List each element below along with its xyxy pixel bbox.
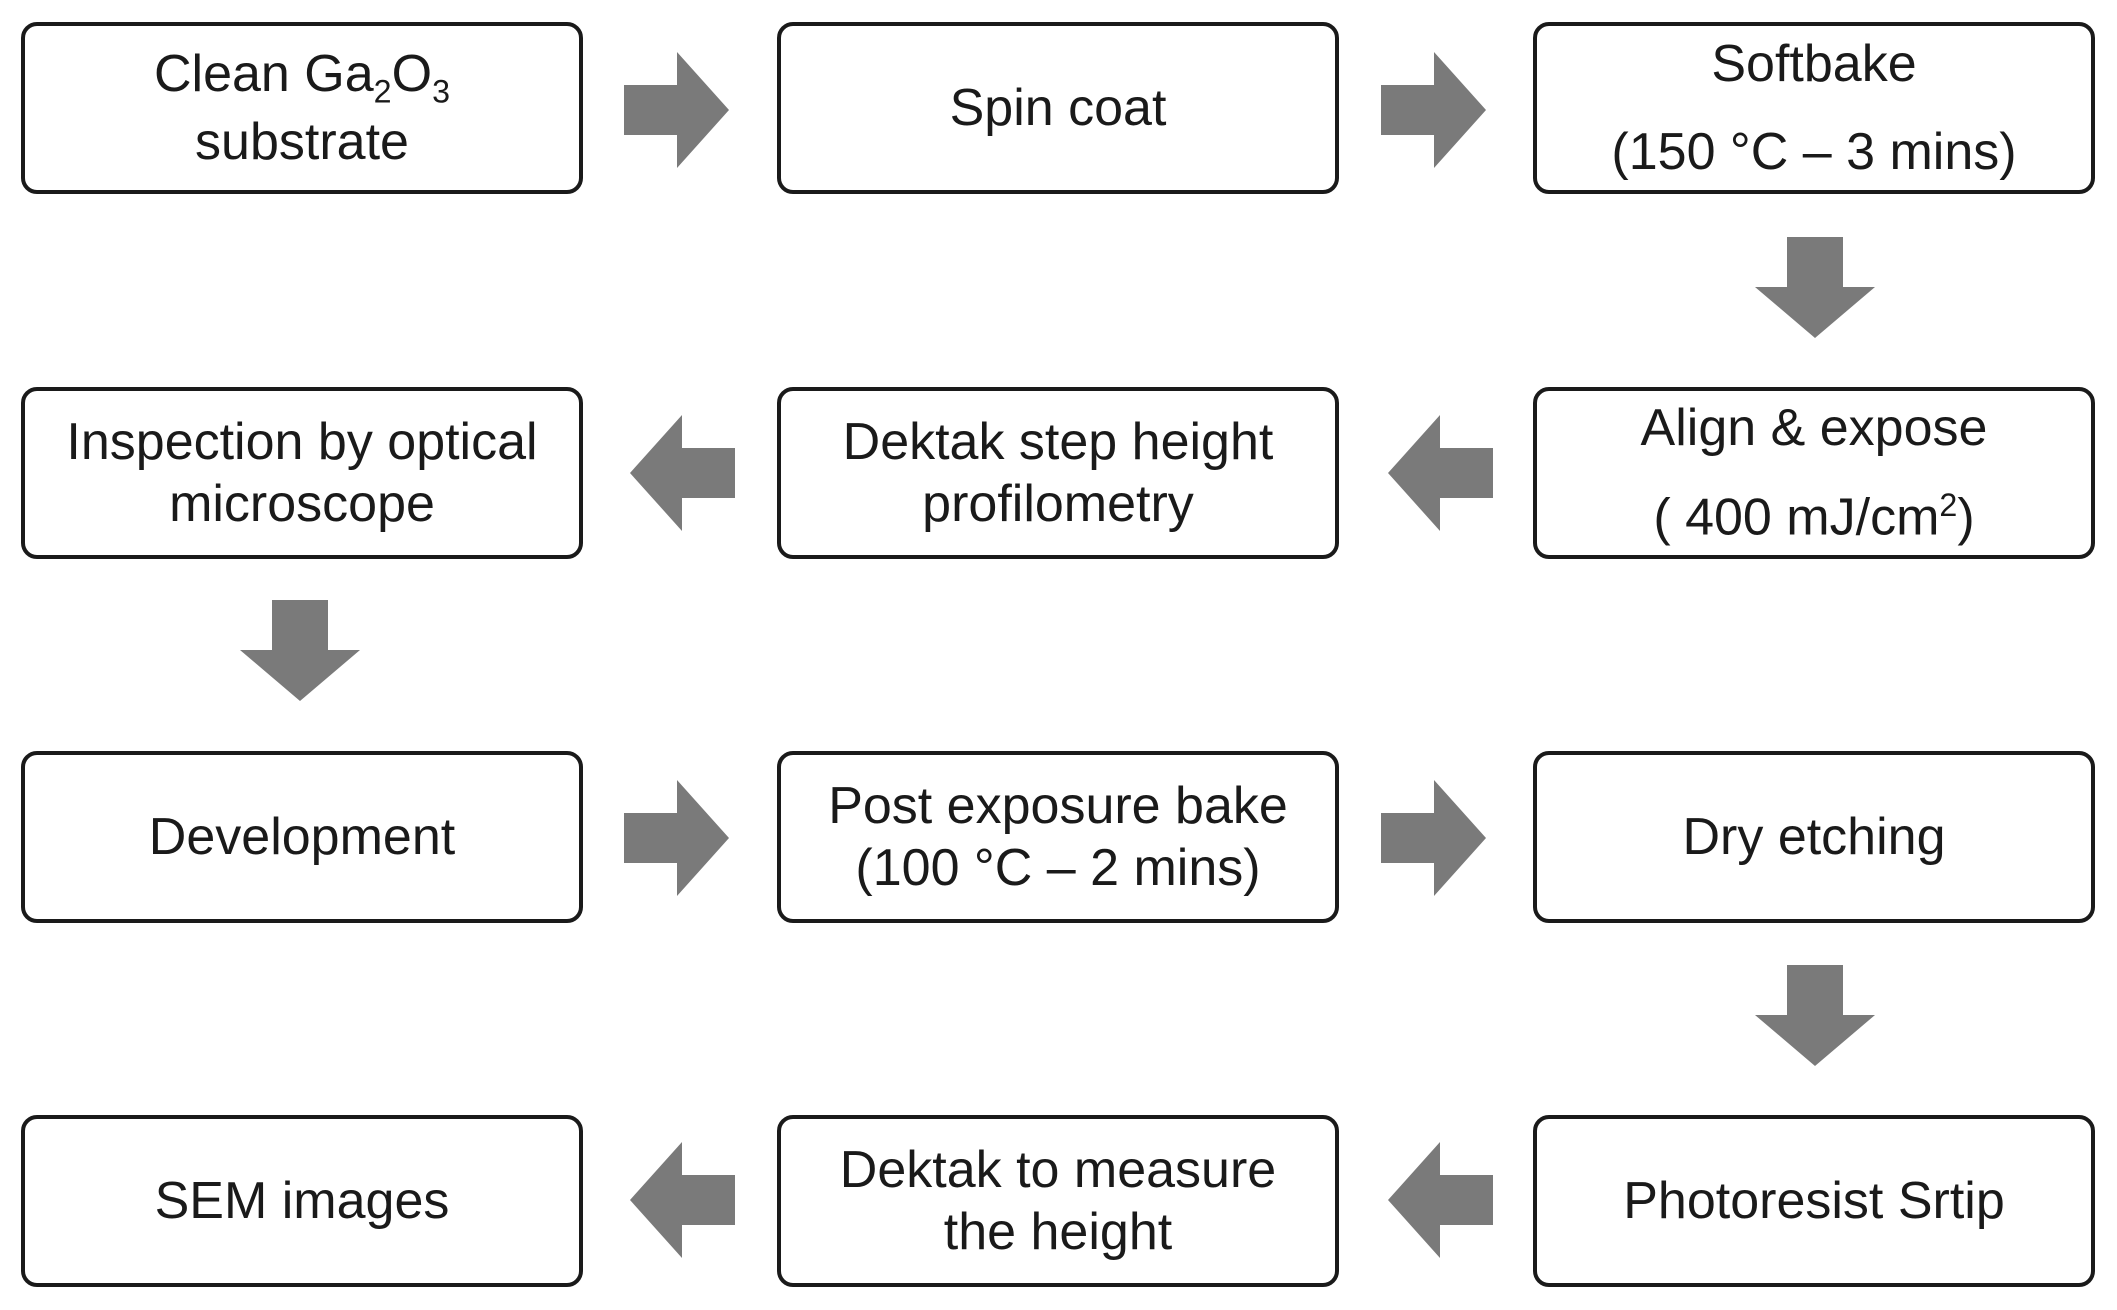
arrow-right-icon	[1381, 52, 1486, 168]
step-softbake-line-1: Softbake	[1711, 34, 1917, 93]
step-dry-etching: Dry etching	[1533, 751, 2095, 923]
step-dektak-measure-line-2: the height	[943, 1203, 1173, 1261]
step-softbake-line-2: (150 °C – 3 mins)	[1611, 123, 2017, 181]
step-post-exposure-bake-line-2: (100 °C – 2 mins)	[855, 839, 1261, 897]
step-softbake: Softbake (150 °C – 3 mins)	[1533, 22, 2095, 194]
arrow-left-icon	[1388, 415, 1493, 531]
arrow-left-icon	[1388, 1142, 1493, 1258]
arrow-left-icon	[630, 415, 735, 531]
step-align-expose: Align & expose ( 400 mJ/cm2)	[1533, 387, 2095, 559]
step-clean-substrate-line-2: substrate	[195, 112, 409, 171]
step-dektak-measure-line-1: Dektak to measure	[839, 1140, 1277, 1199]
step-inspection-line-2: microscope	[169, 475, 435, 533]
step-sem-images: SEM images	[21, 1115, 583, 1287]
step-spin-coat-label: Spin coat	[949, 78, 1167, 137]
step-post-exposure-bake-line-1: Post exposure bake	[828, 776, 1288, 835]
step-photoresist-strip-label: Photoresist Srtip	[1623, 1171, 2005, 1230]
arrow-down-icon	[240, 600, 360, 701]
step-align-expose-line-1: Align & expose	[1640, 399, 1988, 458]
step-dektak-profilometry: Dektak step height profilometry	[777, 387, 1339, 559]
arrow-down-icon	[1755, 237, 1875, 338]
step-development-label: Development	[148, 807, 456, 866]
step-dry-etching-label: Dry etching	[1682, 807, 1946, 866]
arrow-right-icon	[1381, 780, 1486, 896]
step-dektak-profilometry-line-1: Dektak step height	[842, 412, 1274, 471]
step-inspection-line-1: Inspection by optical	[66, 412, 538, 471]
step-development: Development	[21, 751, 583, 923]
step-photoresist-strip: Photoresist Srtip	[1533, 1115, 2095, 1287]
step-spin-coat: Spin coat	[777, 22, 1339, 194]
step-inspection: Inspection by optical microscope	[21, 387, 583, 559]
step-clean-substrate: Clean Ga2O3 substrate	[21, 22, 583, 194]
step-post-exposure-bake: Post exposure bake (100 °C – 2 mins)	[777, 751, 1339, 923]
step-align-expose-line-2: ( 400 mJ/cm2)	[1653, 486, 1975, 547]
arrow-left-icon	[630, 1142, 735, 1258]
arrow-right-icon	[624, 780, 729, 896]
step-dektak-measure: Dektak to measure the height	[777, 1115, 1339, 1287]
step-sem-images-label: SEM images	[154, 1171, 450, 1230]
arrow-right-icon	[624, 52, 729, 168]
arrow-down-icon	[1755, 965, 1875, 1066]
step-dektak-profilometry-line-2: profilometry	[922, 475, 1194, 533]
step-clean-substrate-line-1: Clean Ga2O3	[153, 44, 450, 110]
